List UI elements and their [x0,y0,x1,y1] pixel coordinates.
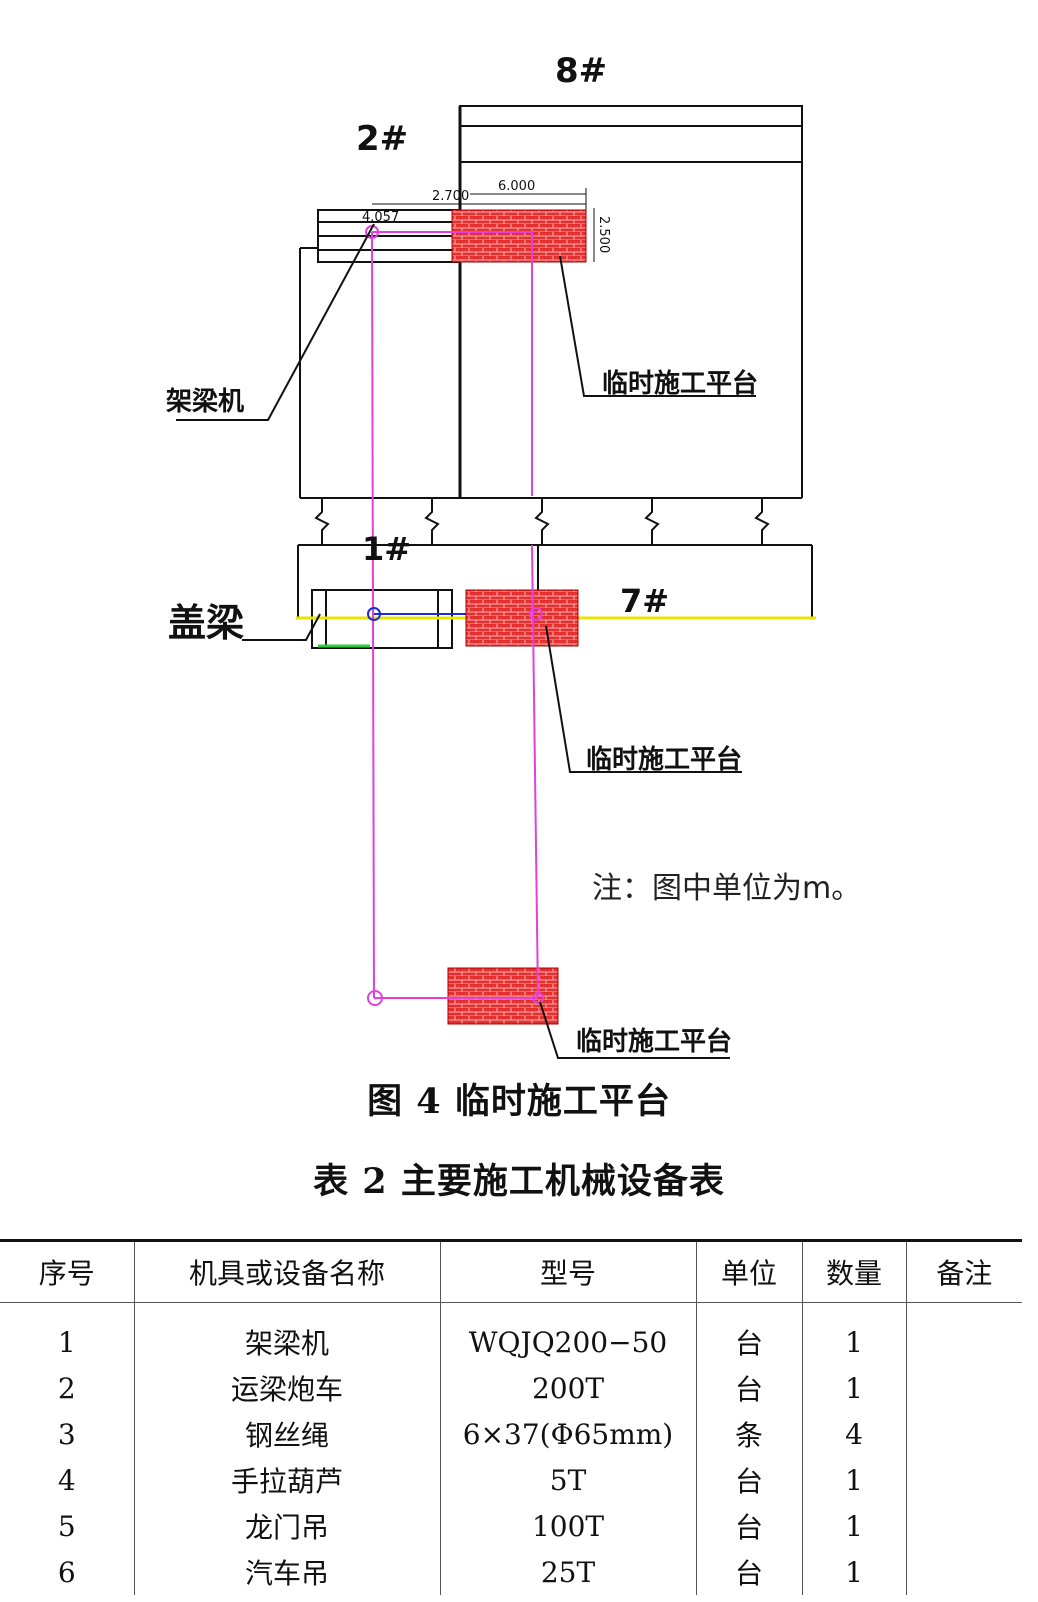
cell-name: 龙门吊 [133,1503,440,1549]
dimension-label: 2.500 [596,216,611,253]
table-row: 2 运梁炮车 200T 台 1 [0,1365,1022,1411]
cell-index: 3 [57,1417,76,1451]
cell-index: 5 [57,1509,76,1543]
cell-remarks [905,1411,1022,1457]
header-remarks: 备注 [905,1240,1022,1303]
construction-platform-diagram: 2.700 6.000 4.057 2.500 [166,51,861,1059]
platform-label: 临时施工平台 [576,1026,732,1057]
pier-label-8: 8# [555,51,607,91]
cell-model: 5T [439,1457,696,1503]
cell-unit: 条 [695,1411,802,1457]
cell-quantity: 1 [801,1365,906,1411]
dimension-label: 4.057 [362,210,399,225]
cell-unit: 台 [695,1365,802,1411]
header-quantity: 数量 [801,1240,906,1303]
cell-unit: 台 [695,1457,802,1503]
temp-platform-top [451,209,587,263]
header-name: 机具或设备名称 [133,1240,440,1303]
table-row: 4 手拉葫芦 5T 台 1 [0,1457,1022,1503]
cell-quantity: 1 [801,1503,906,1549]
pier-label-2: 2# [356,119,408,159]
pivot-point [367,990,383,1006]
cell-model: 200T [439,1365,696,1411]
platform-label: 临时施工平台 [602,368,758,399]
guide-lines [371,231,539,999]
table-row: 3 钢丝绳 6×37(Φ65mm) 条 4 [0,1411,1022,1457]
table-spacer [0,1302,1022,1319]
table-row: 5 龙门吊 100T 台 1 [0,1503,1022,1549]
cell-index: 4 [57,1463,76,1497]
cell-name: 架梁机 [133,1319,440,1365]
pivot-point [532,992,544,1004]
cell-quantity: 1 [801,1319,906,1365]
header-unit: 单位 [695,1240,802,1303]
cell-remarks [905,1457,1022,1503]
cell-model: 25T [439,1549,696,1595]
pivot-point [529,607,543,621]
platform-label: 临时施工平台 [586,744,742,775]
cell-remarks [905,1319,1022,1365]
cell-unit: 台 [695,1319,802,1365]
cell-model: 100T [439,1503,696,1549]
cell-remarks [905,1503,1022,1549]
pier-label-7: 7# [620,582,669,620]
pivot-point [367,607,381,621]
cell-index: 6 [57,1555,76,1589]
dimension-label: 6.000 [498,179,535,194]
cell-index: 1 [57,1325,76,1359]
unit-note: 注：图中单位为m。 [592,871,861,906]
figure-caption: 图 4 临时施工平台 [367,1081,671,1122]
cell-unit: 台 [695,1503,802,1549]
cell-name: 运梁炮车 [133,1365,440,1411]
table-row: 1 架梁机 WQJQ200−50 台 1 [0,1319,1022,1365]
header-index: 序号 [38,1257,95,1290]
break-marks [314,498,770,545]
table-header-row: 序号 机具或设备名称 型号 单位 数量 备注 [0,1240,1022,1303]
cell-unit: 台 [695,1549,802,1595]
table-title: 表 2 主要施工机械设备表 [313,1161,725,1202]
temp-platform-middle [465,589,579,647]
header-model: 型号 [439,1240,696,1303]
dimension-label: 2.700 [432,189,469,204]
cell-model: WQJQ200−50 [439,1319,696,1365]
cell-index: 2 [57,1371,76,1405]
pier-label-1: 1# [362,530,411,568]
bridge-erector-label: 架梁机 [166,387,244,417]
cell-name: 手拉葫芦 [133,1457,440,1503]
table-row: 6 汽车吊 25T 台 1 [0,1549,1022,1595]
cap-beam-label: 盖梁 [168,601,244,645]
cell-name: 钢丝绳 [133,1411,440,1457]
cell-quantity: 1 [801,1549,906,1595]
cell-remarks [905,1365,1022,1411]
cell-name: 汽车吊 [133,1549,440,1595]
leader-lines [176,223,756,1059]
cell-remarks [905,1549,1022,1595]
cell-quantity: 4 [801,1411,906,1457]
temp-platform-bottom [447,967,559,1025]
cell-quantity: 1 [801,1457,906,1503]
cell-model: 6×37(Φ65mm) [439,1411,696,1457]
equipment-table: 序号 机具或设备名称 型号 单位 数量 备注 1 架梁机 WQJQ200−50 … [0,1239,1022,1595]
upper-structure [299,105,803,499]
